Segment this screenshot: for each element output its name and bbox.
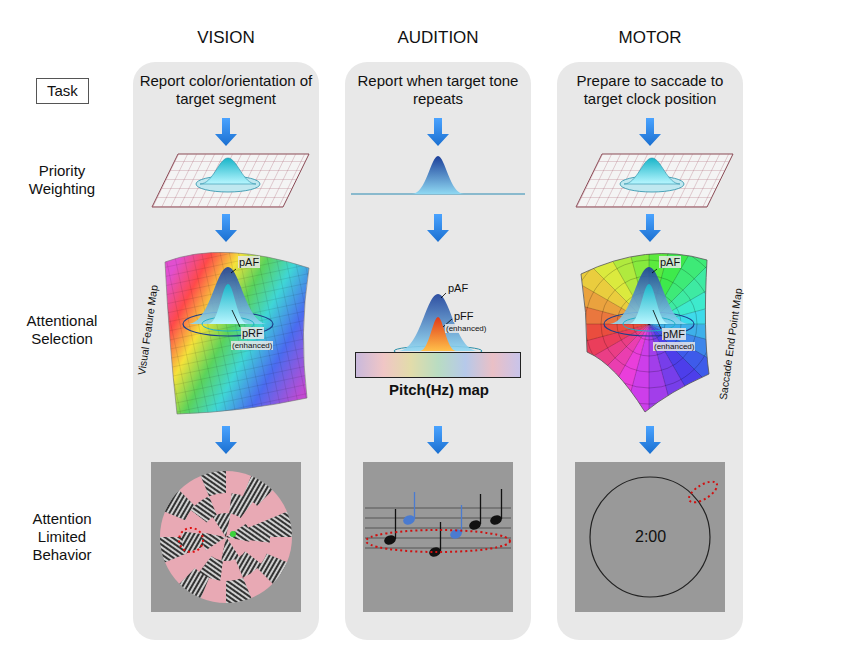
illustration-part	[440, 522, 441, 551]
illustration-part	[395, 509, 396, 539]
wheel-segment	[226, 524, 250, 542]
illustration-part	[414, 492, 415, 519]
saccade-map-outline	[581, 254, 709, 412]
illustration-part	[501, 489, 502, 519]
leader-line	[653, 310, 661, 329]
attention-peak	[398, 294, 478, 351]
column-panel: VISIONReport color/orientation of target…	[133, 62, 319, 640]
vision-illustration	[133, 62, 319, 640]
illustration-part	[365, 528, 511, 529]
row-label: Task	[47, 82, 78, 100]
target-marker	[366, 530, 510, 552]
peak-note: (enhanced)	[445, 324, 487, 333]
row-label: Priority Weighting	[12, 162, 112, 198]
flow-arrow	[215, 214, 237, 242]
map-arc	[557, 196, 743, 452]
task-label-box: Task	[36, 78, 89, 104]
illustration-part	[480, 494, 481, 524]
saccade-map-grid	[557, 174, 743, 474]
peak-label: pRF	[241, 327, 264, 339]
column-heading: MOTOR	[557, 28, 743, 48]
priority-grid	[576, 154, 733, 207]
map-wedge	[557, 323, 649, 363]
visual-feature-map	[165, 252, 309, 414]
task-text: Report when target tone repeats	[349, 72, 527, 108]
leader-line	[231, 269, 236, 273]
priority-grid	[152, 154, 309, 207]
staff-lines	[365, 508, 511, 548]
clock-label: 2:00	[634, 528, 667, 546]
notes	[383, 489, 503, 558]
map-ray	[574, 324, 649, 454]
map-name: Visual Feature Map	[135, 283, 160, 377]
map-ray	[557, 324, 649, 430]
column-panel: AUDITIONReport when target tone repeatsP…	[345, 62, 531, 640]
illustration-part	[365, 518, 511, 519]
flow-arrow	[639, 214, 661, 242]
priority-peak	[412, 156, 464, 194]
flow-arrow	[427, 214, 449, 242]
map-arc	[557, 180, 743, 468]
flow-arrow	[215, 426, 237, 454]
column-panel: MOTORPrepare to saccade to target clock …	[557, 62, 743, 640]
row-label: Attentional Selection	[12, 312, 112, 348]
map-name: Pitch(Hz) map	[346, 381, 532, 399]
peak-note: (enhanced)	[231, 341, 273, 350]
motor-peak	[629, 284, 669, 324]
priority-grid-lines	[576, 154, 733, 207]
task-text: Prepare to saccade to target clock posit…	[561, 72, 739, 108]
map-name: Saccade End Point Map	[716, 286, 744, 401]
flow-arrow	[639, 426, 661, 454]
peak-label: pAF	[447, 282, 469, 294]
leader-line	[232, 310, 240, 327]
motor-illustration	[557, 62, 743, 640]
flow-arrow	[215, 118, 237, 146]
stimulus-panel	[363, 462, 513, 612]
flow-arrow	[639, 118, 661, 146]
clock-circle	[590, 477, 710, 597]
map-ray	[649, 324, 724, 454]
peak-label: pAF	[659, 256, 681, 268]
peak-note: (enhanced)	[653, 342, 695, 351]
flow-arrow	[427, 118, 449, 146]
task-text: Report color/orientation of target segme…	[137, 72, 315, 108]
leader-line	[652, 269, 657, 273]
feature-peak	[208, 284, 248, 324]
attention-peak	[609, 267, 689, 324]
feature-peak	[420, 317, 456, 351]
map-arc	[557, 212, 743, 436]
pitch-map-band: Pitch(Hz) map	[355, 352, 521, 378]
target-marker	[179, 528, 203, 552]
peak-label: pMF	[662, 328, 686, 340]
stimulus-wheel	[160, 471, 292, 603]
priority-peak	[200, 158, 256, 184]
saccade-map	[557, 174, 743, 474]
target-marker	[686, 478, 721, 507]
illustration-part	[365, 508, 511, 509]
column-heading: AUDITION	[345, 28, 531, 48]
leader-line	[441, 293, 446, 298]
column-heading: VISION	[133, 28, 319, 48]
fixation-dot	[230, 531, 236, 537]
stimulus-panel	[575, 462, 725, 612]
map-grid	[165, 252, 309, 414]
attention-peak	[188, 267, 268, 324]
map-arc	[557, 228, 743, 420]
audition-illustration	[345, 62, 531, 640]
row-label: Attention Limited Behavior	[12, 510, 112, 564]
saccade-map-colors	[557, 174, 743, 474]
peak-label: pFF	[453, 310, 475, 322]
peak-label: pAF	[238, 256, 260, 268]
stimulus-panel	[151, 462, 301, 612]
flow-arrow	[427, 426, 449, 454]
priority-grid-lines	[152, 154, 309, 207]
priority-peak	[624, 158, 680, 184]
illustration-part	[461, 505, 462, 533]
map-ray	[610, 324, 649, 469]
